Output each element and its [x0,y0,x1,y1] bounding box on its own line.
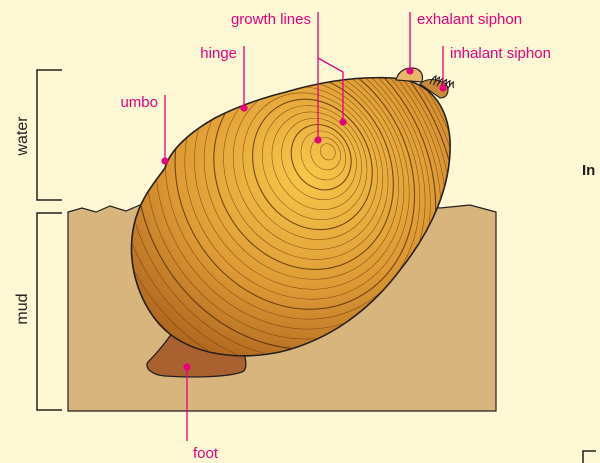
growth-lines-dot-1 [314,136,321,143]
exhalant-siphon-label: exhalant siphon [417,11,522,28]
umbo-dot [161,157,168,164]
growth-lines-label: growth lines [231,11,311,28]
cut-off-heading: In [582,162,595,179]
cut-off-bracket [583,451,596,463]
water-bracket [37,70,62,200]
mud-bracket [37,213,62,410]
growth-lines-dot-2 [339,118,346,125]
umbo-label: umbo [120,94,158,111]
foot-label: foot [193,445,219,462]
mud-zone-label: mud [14,293,31,324]
foot-dot [183,363,190,370]
inhalant-siphon-label: inhalant siphon [450,45,551,62]
hinge-label: hinge [200,45,237,62]
hinge-dot [240,104,247,111]
siphon-tentacle [448,82,454,90]
exhalant-siphon-dot [406,67,413,74]
water-zone-label: water [14,116,31,157]
inhalant-siphon-dot [439,84,446,91]
